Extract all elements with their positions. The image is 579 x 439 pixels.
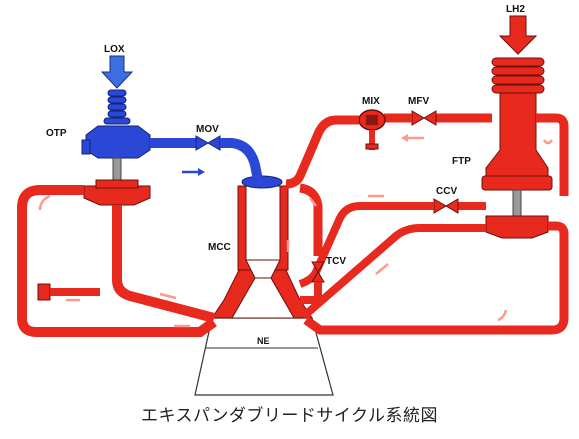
mov-valve: [195, 135, 209, 151]
otp-turbine: [83, 185, 151, 206]
flow-arrow-otp-outlet: [159, 292, 177, 300]
left-loop-flange: [37, 283, 51, 301]
label-mcc: MCC: [208, 242, 231, 253]
mix-stub-flange: [365, 143, 379, 150]
mcc-cooling-to-tcv: [299, 183, 323, 256]
ftp-discharge-line: [536, 113, 569, 196]
otp-pump-housing: [85, 125, 151, 159]
flow-arrow-mcc-top: [309, 197, 317, 207]
lh2-inlet-arrow: [498, 15, 538, 55]
tcv-bypass: [300, 282, 322, 304]
mix-core: [366, 115, 378, 125]
lox-inlet-arrow: [100, 55, 134, 89]
mfv-valve: [423, 110, 437, 126]
flow-arrow-right-bottom: [497, 309, 508, 322]
ftp-turbine: [485, 215, 549, 239]
mcc-to-otp-turbine-line: [150, 182, 240, 186]
ftp-shaft: [512, 189, 522, 217]
mcc-chamber-wall: [245, 185, 281, 261]
label-mfv: MFV: [408, 96, 429, 107]
label-ftp: FTP: [452, 156, 471, 167]
label-mix: MIX: [362, 96, 380, 107]
label-ccv: CCV: [436, 186, 457, 197]
flow-arrow-right-upper: [542, 139, 554, 145]
label-ne: NE: [257, 336, 270, 346]
mcc-divergent: [231, 277, 295, 319]
mfv-valve-b: [411, 110, 425, 126]
fuel-flow-arrows: [38, 139, 554, 328]
otp-shaft: [112, 157, 122, 181]
ccv-valve-b: [433, 198, 447, 214]
ccv-valve: [445, 198, 459, 214]
label-lox: LOX: [104, 44, 125, 55]
flow-arrow-left-curve: [38, 194, 51, 211]
otp-turbine-cap: [95, 179, 139, 189]
turbine-outlet-diagonal: [301, 224, 486, 320]
ftp-bellows: [491, 57, 545, 94]
tcv-valve: [311, 261, 325, 273]
fuel-line-mix-to-mcc: [285, 115, 359, 189]
ftp-housing-base: [481, 175, 553, 191]
ccv-line-to-mcc: [298, 202, 434, 288]
fuel-loop-right-bottom: [303, 221, 569, 335]
mfv-return-arrow-head: [401, 134, 408, 142]
mov-valve-b: [207, 135, 221, 151]
lox-line-to-injector: [220, 138, 263, 181]
lox-flow-arrow-head: [198, 168, 205, 176]
label-otp: OTP: [46, 128, 67, 139]
otp-bellows: [103, 89, 131, 125]
flow-arrow-diagonal: [375, 263, 389, 275]
otp-turbine-left-loop: [17, 185, 217, 337]
otp-flange: [81, 139, 91, 155]
diagram-caption: エキスパンダブリードサイクル系統図: [141, 406, 438, 426]
label-lh2: LH2: [506, 4, 525, 15]
label-mov: MOV: [196, 124, 219, 135]
otp-turbine-outlet: [112, 205, 216, 323]
label-tcv: TCV: [326, 256, 346, 267]
ftp-pump-body: [485, 92, 549, 183]
